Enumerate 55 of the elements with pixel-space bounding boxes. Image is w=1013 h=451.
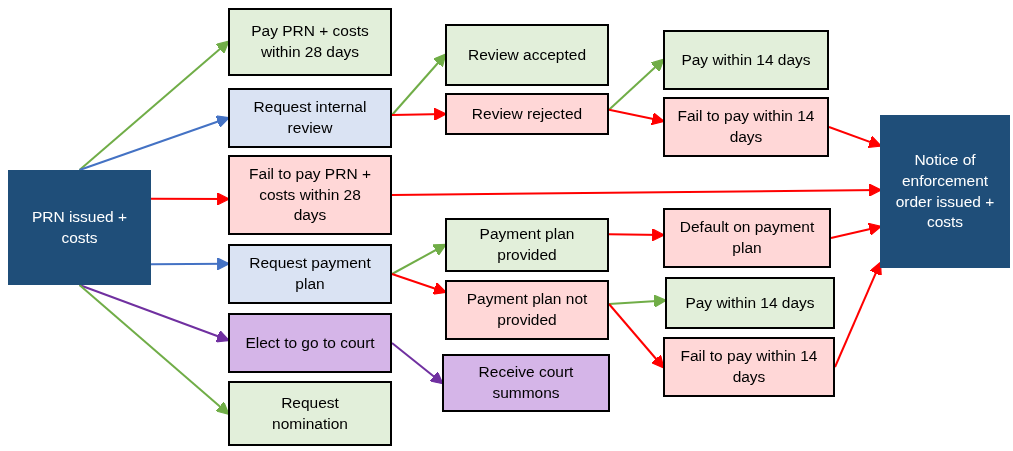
- process-box: [228, 313, 392, 373]
- arrow: [608, 228, 665, 242]
- arrow: [391, 243, 447, 275]
- box-label: Payment plan provided: [478, 224, 576, 265]
- process-box: [442, 354, 610, 412]
- arrow: [391, 183, 882, 197]
- arrow: [608, 294, 667, 308]
- process-box: [445, 24, 609, 86]
- process-box: [665, 277, 835, 329]
- process-box: [8, 170, 151, 285]
- process-box: [880, 115, 1010, 268]
- arrow: [150, 192, 230, 206]
- box-label: PRN issued + costs: [30, 206, 129, 248]
- box-label: Review rejected: [471, 103, 583, 124]
- box-label: Fail to pay within 14 days: [679, 346, 819, 387]
- process-box: [445, 93, 609, 135]
- process-box: [663, 30, 829, 90]
- arrow: [391, 342, 444, 385]
- arrow: [608, 303, 665, 369]
- arrow: [78, 115, 230, 171]
- arrow: [391, 107, 447, 121]
- box-label: Payment plan not provided: [465, 289, 589, 330]
- box-label: Receive court summons: [477, 362, 575, 403]
- box-label: Request nomination: [271, 392, 349, 434]
- arrow: [608, 108, 665, 126]
- box-label: Request internal review: [252, 97, 368, 138]
- arrow: [830, 222, 882, 239]
- arrow: [78, 40, 230, 171]
- process-box: [663, 208, 831, 268]
- process-box: [228, 8, 392, 76]
- process-box: [663, 97, 829, 157]
- box-label: Pay within 14 days: [685, 292, 815, 313]
- arrow: [608, 58, 665, 111]
- box-label: Elect to go to court: [245, 332, 375, 353]
- arrow: [391, 53, 447, 116]
- arrow: [78, 284, 230, 415]
- box-label: Default on payment plan: [678, 217, 816, 258]
- process-box: [445, 218, 609, 272]
- process-box: [445, 280, 609, 340]
- box-label: Fail to pay PRN + costs within 28 days: [248, 163, 372, 226]
- arrow: [150, 257, 230, 271]
- box-label: Request payment plan: [248, 253, 372, 294]
- process-box: [228, 88, 392, 148]
- box-label: Notice of enforcement order issued + costs: [894, 149, 996, 233]
- arrow: [834, 261, 882, 368]
- box-label: Pay PRN + costs within 28 days: [250, 21, 370, 62]
- process-box: [228, 244, 392, 304]
- process-box: [228, 155, 392, 235]
- box-label: Fail to pay within 14 days: [677, 106, 815, 147]
- process-box: [228, 381, 392, 446]
- box-label: Pay within 14 days: [681, 49, 811, 70]
- process-box: [663, 337, 835, 397]
- arrow: [391, 273, 447, 295]
- box-label: Review accepted: [467, 44, 586, 65]
- arrow: [828, 126, 882, 149]
